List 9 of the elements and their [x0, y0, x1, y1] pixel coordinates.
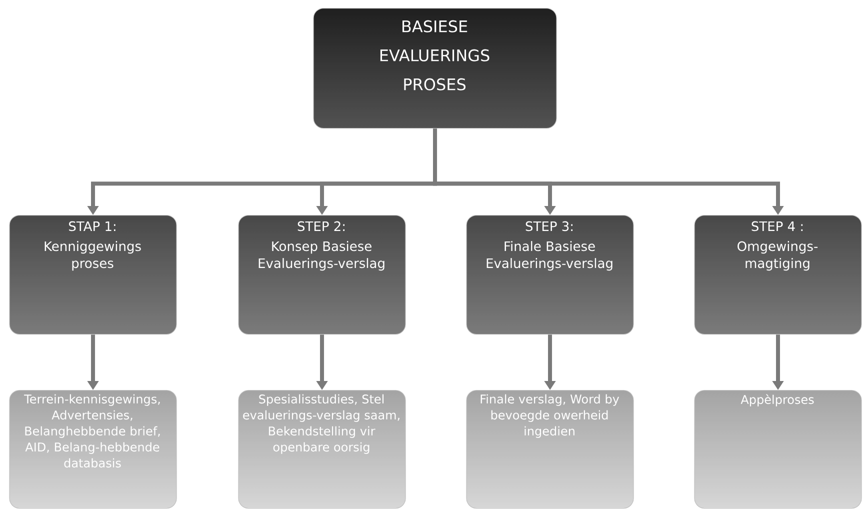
step-box: STEP 2: Konsep Basiese Evaluerings-verslag	[238, 214, 406, 335]
detail-box: Appèlproses	[694, 390, 862, 509]
step-box: STEP 3: Finale Basiese Evaluerings-verslag	[466, 214, 634, 335]
step-box: STAP 1: Kenniggewings proses	[9, 214, 177, 335]
detail-box: Spesialisstudies, Stel evaluerings-verslag saam, Bekendstelling vir openbare oorsig	[238, 390, 406, 509]
step-box: STEP 4 : Omgewings-magtiging	[694, 214, 862, 335]
detail-box: Terrein-kennisgewings, Advertensies, Belanghebbende brief, AID, Belang-hebbende databasis	[9, 390, 177, 509]
process-box: BASIESE EVALUERINGS PROSES	[313, 8, 557, 129]
detail-box: Finale verslag, Word by bevoegde owerheid ingedien	[466, 390, 634, 509]
